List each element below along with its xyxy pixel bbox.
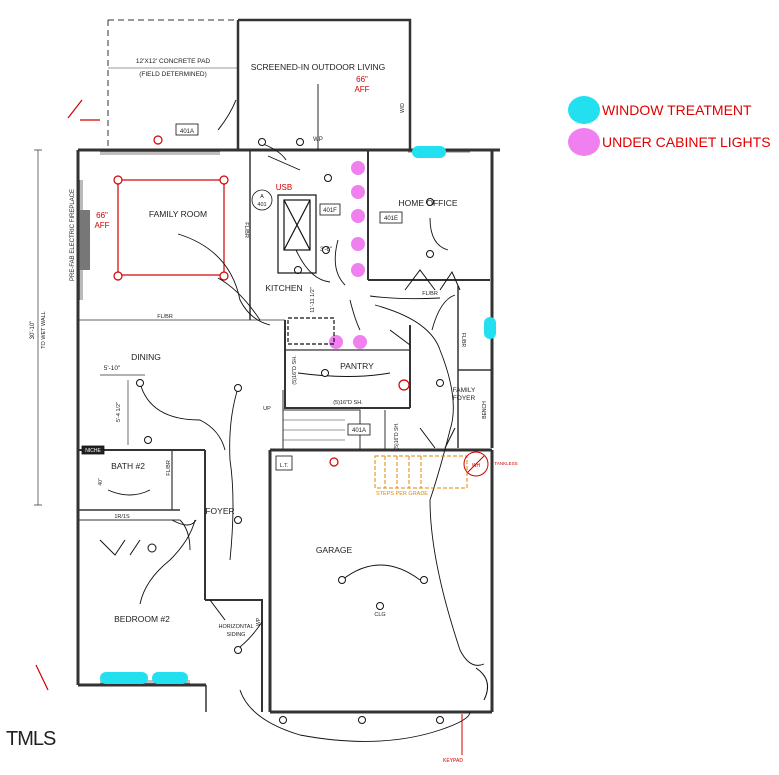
tag-401: 401 [257,202,266,208]
dim-wet-wall: TO WET WALL [41,311,47,349]
legend-window-treatment: WINDOW TREATMENT [568,94,771,126]
home-office-label: HOME OFFICE [398,198,457,208]
dimension-lines [34,149,145,506]
window-treatment-swatch [568,96,600,124]
steps-per-grade [374,455,468,489]
ceiling-fixtures [136,138,444,724]
kitchen-label: KITCHEN [265,283,302,293]
family-foyer-2: FOYER [453,395,476,402]
tag-401a-top: 401A [180,129,194,135]
flbr-bath: FL/BR [166,460,172,476]
aff-top-1: 66" [356,75,368,84]
dim-3-6: 3'-6" [320,247,332,253]
patio-label-2: (FIELD DETERMINED) [139,71,207,78]
family-room-label: FAMILY ROOM [149,209,207,219]
under-cabinet-label: UNDER CABINET LIGHTS [602,134,771,150]
wh-label: WH [472,463,481,469]
horizontal-2: SIDING [227,632,246,638]
spec-tags [81,123,403,471]
horizontal-1: HORIZONTAL [218,624,253,630]
prefab-label: PRE-FAB ELECTRIC FIREPLACE [70,189,76,281]
tankless-label: TANKLESS [494,461,517,466]
wiring [107,84,485,742]
bath2-label: BATH #2 [111,461,145,471]
under-cabinet-lights [329,161,367,349]
dim-30-10: 30'-10" [30,321,36,340]
bench-label: BENCH [482,401,488,419]
tag-401e: 401E [384,216,398,222]
garage-label: GARAGE [316,545,353,555]
aff-top-2: AFF [354,85,369,94]
tag-401a-mid: 401A [352,428,366,434]
steps-label: STEPS PER GRADE [376,491,428,497]
shelf-vertical: (5)16"D SH. [292,355,298,385]
pantry-label: PANTRY [340,361,374,371]
flbr-foyer: FL/BR [460,333,466,348]
clg-label: CLG [374,612,385,618]
flbr-kitchen: FL/BR [243,222,249,238]
fireplace [80,210,90,270]
wp-top: WP [313,137,323,143]
brand-logo: TMLS [6,728,56,750]
bedroom2-label: BEDROOM #2 [114,614,170,624]
tag-a: A [260,194,264,200]
family-foyer-1: FAMILY [453,387,476,394]
can-lights-family [35,99,410,691]
aff-left-1: 66" [96,211,108,220]
shelf-bath: (5)16"D SH. [394,423,400,450]
dim-5-4: 5'-4 1/2" [116,402,122,422]
v-40: 40" [98,478,104,486]
up-label: UP [263,406,271,412]
kitchen-island [277,194,335,345]
niche-label: NICHE [85,448,101,454]
aff-left-2: AFF [94,221,109,230]
usb-label: USB [276,183,292,192]
dim-5-10: 5'-10" [104,365,121,372]
legend-under-cabinet: UNDER CABINET LIGHTS [568,126,771,158]
flbr-family: FL/BR [157,314,173,320]
windows [79,151,470,684]
doors [99,99,489,701]
tag-401f: 401F [323,208,337,214]
screened-label: SCREENED-IN OUTDOOR LIVING [251,62,386,72]
water-heater [463,451,489,477]
window-treatment-label: WINDOW TREATMENT [602,102,752,118]
under-cabinet-swatch [568,128,600,156]
shelf-label: (5)16"D SH. [333,400,363,406]
foyer-label: FOYER [205,506,234,516]
window-treatments [100,146,496,684]
patio-label-1: 12'X12' CONCRETE PAD [136,58,211,65]
keypad-label: KEYPAD [443,758,463,764]
wd-label: W/D [400,103,406,113]
lt-label: L.T. [280,463,289,469]
dim-11: 11'-11 1/2" [310,287,316,312]
dining-label: DINING [131,352,161,362]
wp-bottom: WP [256,617,262,626]
walls [76,18,500,714]
legend: WINDOW TREATMENT UNDER CABINET LIGHTS [568,94,771,158]
rs-label: 1R/1S [114,514,130,520]
flbr-office: FL/BR [422,291,438,297]
